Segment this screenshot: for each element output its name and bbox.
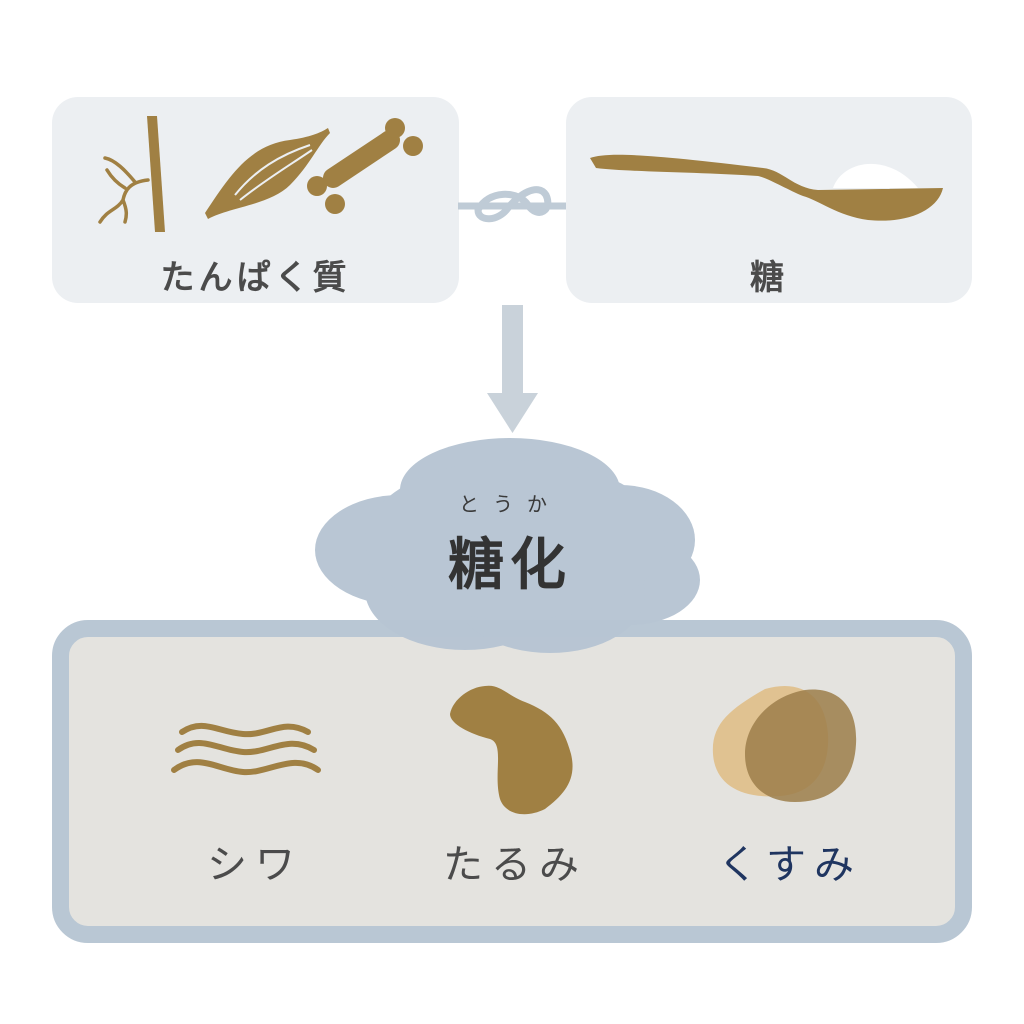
down-arrow-icon xyxy=(487,305,538,433)
muscle-icon xyxy=(205,128,330,219)
blood-vessel-icon xyxy=(98,116,165,232)
protein-label: たんぱく質 xyxy=(160,258,351,298)
spoon-with-sugar-icon xyxy=(590,154,943,221)
result-label-sagging: たるみ xyxy=(443,842,587,888)
result-label-dullness: くすみ xyxy=(718,842,862,888)
result-label-wrinkles: シワ xyxy=(207,842,303,888)
knot-icon xyxy=(458,186,566,223)
sugar-label: 糖 xyxy=(750,258,788,298)
process-label: 糖化 xyxy=(448,532,572,598)
bone-icon xyxy=(307,118,423,214)
dullness-spots-icon xyxy=(712,686,857,802)
cloud-shape xyxy=(315,438,700,653)
wrinkle-lines-icon xyxy=(171,722,321,776)
process-ruby: とうか xyxy=(459,492,561,516)
sagging-blob-icon xyxy=(450,685,573,815)
